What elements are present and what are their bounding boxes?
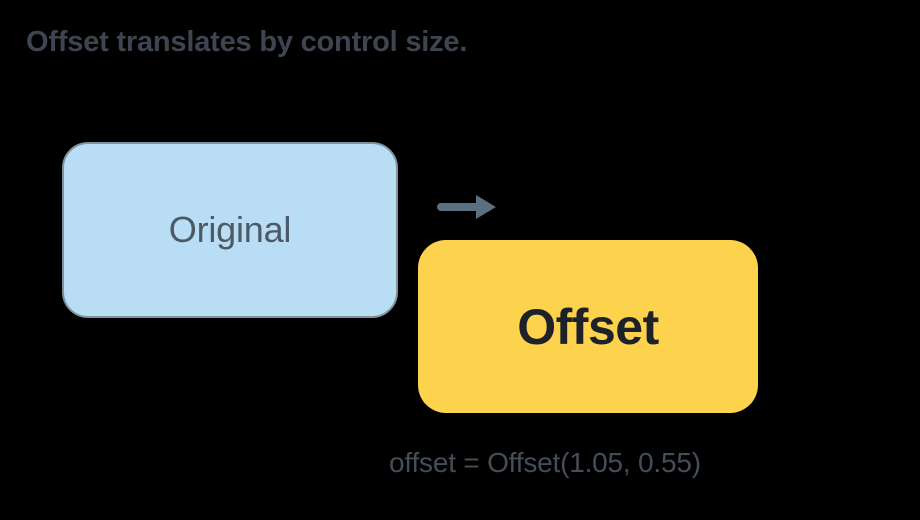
diagram-title: Offset translates by control size.: [26, 26, 468, 58]
offset-box: Offset: [418, 240, 758, 413]
right-arrow-icon: [437, 195, 496, 219]
original-box-label: Original: [168, 209, 292, 250]
offset-box-label: Offset: [517, 298, 659, 355]
original-box: Original: [62, 142, 398, 318]
offset-code-caption: offset = Offset(1.05, 0.55): [389, 447, 701, 478]
